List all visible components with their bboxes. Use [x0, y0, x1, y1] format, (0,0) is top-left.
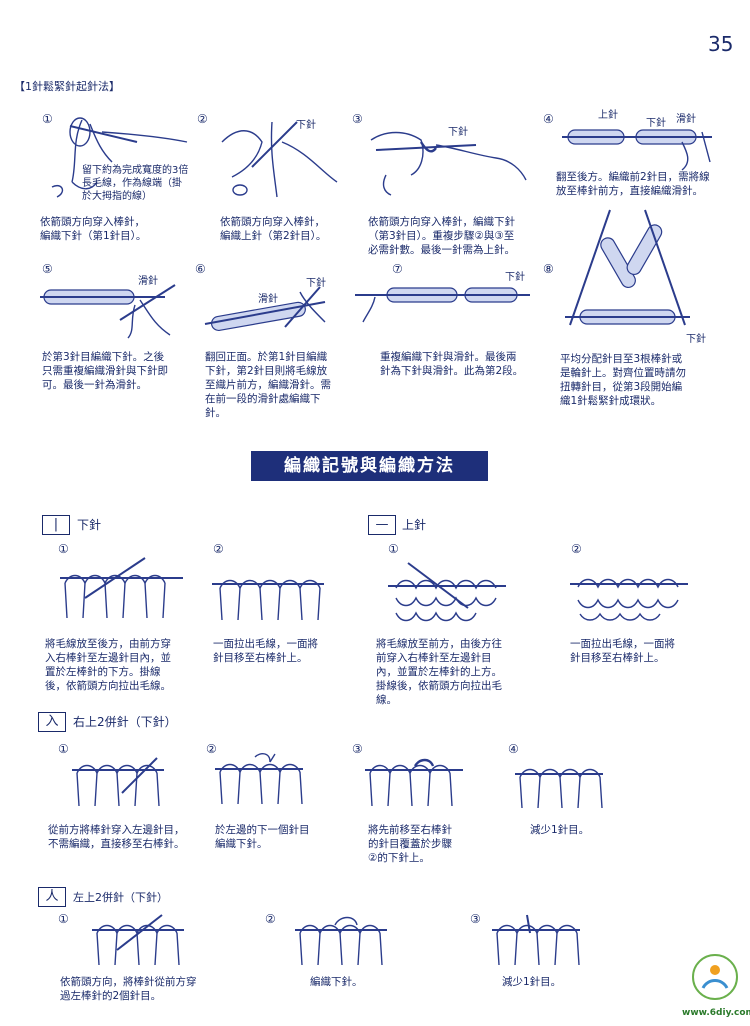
step-caption: 翻至後方。編織前2針目，需將線 放至棒針前方，直接編織滑針。 [556, 171, 710, 197]
label-knit: 下針 [296, 120, 316, 131]
step-number: ③ [352, 112, 363, 126]
ssk-symbol: 入 [38, 712, 66, 732]
section-title-cast-on: 【1針鬆緊針起針法】 [14, 80, 120, 93]
k2tog-step3-illustration [492, 914, 580, 966]
step-caption: 從前方將棒針穿入左邊針目， 不需編織，直接移至右棒針。 [48, 824, 185, 850]
label-knit: 下針 [306, 278, 326, 289]
step-number: ② [206, 742, 217, 756]
step-caption: 將先前移至右棒針 的針目覆蓋於步驟 ②的下針上。 [368, 824, 452, 864]
step-number: ⑦ [392, 262, 403, 276]
cast-on-step6-illustration [204, 286, 326, 332]
step-number: ① [58, 542, 69, 556]
section-banner: 編織記號與編織方法 [251, 451, 488, 481]
step-caption: 將毛線放至前方，由後方往 前穿入右棒針至左邊針目 內，並置於左棒針的上方。 掛線… [376, 638, 502, 706]
watermark-url: www.6diy.com [682, 1008, 750, 1018]
step-caption: 依箭頭方向，將棒針從前方穿 過左棒針的2個針目。 [60, 976, 197, 1002]
label-slip: 滑針 [138, 276, 158, 287]
step-caption: 依箭頭方向穿入棒針， 編織上針（第2針目）。 [220, 216, 327, 242]
step-caption: 減少1針目。 [530, 824, 590, 836]
cast-on-step1-illustration [51, 117, 188, 198]
step-caption: 於第3針目編織下針。之後 只需重複編織滑針與下針即 可。最後一針為滑針。 [42, 351, 168, 391]
step-caption: 編織下針。 [310, 976, 363, 988]
cast-on-step3-illustration [370, 131, 527, 196]
knit-symbol: | [42, 515, 70, 535]
step-number: ① [58, 742, 69, 756]
step-number: ② [265, 912, 276, 926]
k2tog-symbol: 人 [38, 887, 66, 907]
ssk-step3-illustration [365, 758, 463, 807]
step-number: ③ [470, 912, 481, 926]
label-knit: 下針 [448, 127, 468, 138]
purl-title: 上針 [402, 518, 427, 532]
step-note: 留下約為完成寬度的3倍 長毛線，作為線端（掛 於大拇指的線） [82, 165, 189, 202]
label-slip: 滑針 [258, 294, 278, 305]
step-number: ② [197, 112, 208, 126]
step-number: ④ [508, 742, 519, 756]
knit-title: 下針 [77, 518, 102, 532]
knit-step2-illustration [212, 579, 324, 621]
step-number: ⑤ [42, 262, 53, 276]
step-number: ① [388, 542, 399, 556]
page-number: 35 [708, 32, 734, 56]
step-caption: 一面拉出毛線，一面將 針目移至右棒針上。 [570, 638, 675, 664]
purl-step1-illustration [388, 562, 506, 622]
ssk-title: 右上2併針（下針） [73, 715, 177, 729]
label-purl: 上針 [598, 110, 618, 121]
step-number: ② [213, 542, 224, 556]
cast-on-step7-illustration [355, 287, 530, 323]
step-caption: 將毛線放至後方，由前方穿 入右棒針至左邊針目內，並 置於左棒針的下方。掛線 後，… [45, 638, 171, 692]
k2tog-title: 左上2併針（下針） [73, 891, 168, 904]
step-caption: 減少1針目。 [502, 976, 562, 988]
step-number: ⑥ [195, 262, 206, 276]
step-number: ② [571, 542, 582, 556]
cast-on-step4-illustration [562, 129, 712, 171]
step-caption: 翻回正面。於第1針目編織 下針，第2針目則將毛線放 至織片前方，編織滑針。需 在… [205, 351, 331, 419]
ssk-step2-illustration [215, 753, 303, 805]
step-caption: 於左邊的下一個針目 編織下針。 [215, 824, 310, 850]
purl-symbol: — [368, 515, 396, 535]
ssk-step1-illustration [72, 757, 164, 807]
k2tog-step1-illustration [92, 914, 184, 966]
knit-step1-illustration [60, 557, 183, 619]
label-knit: 下針 [686, 334, 706, 345]
k2tog-step2-illustration [295, 916, 387, 966]
cast-on-step2-illustration [221, 121, 338, 198]
cast-on-step8-illustration [565, 209, 690, 326]
step-number: ① [42, 112, 53, 126]
step-caption: 依箭頭方向穿入棒針， 編織下針（第1針目）。 [40, 216, 147, 242]
step-number: ③ [352, 742, 363, 756]
step-caption: 一面拉出毛線，一面將 針目移至右棒針上。 [213, 638, 318, 664]
step-caption: 平均分配針目至3根棒針或 是輪針上。對齊位置時請勿 扭轉針目，從第3段開始編 織… [560, 353, 686, 407]
label-knit: 下針 [646, 118, 666, 129]
step-caption: 重複編織下針與滑針。最後兩 針為下針與滑針。此為第2段。 [380, 351, 524, 377]
label-knit: 下針 [505, 272, 525, 283]
purl-step2-illustration [570, 578, 688, 621]
step-caption: 依箭頭方向穿入棒針，編織下針 （第3針目）。重複步驟②與③至 必需針數。最後一針… [368, 216, 515, 256]
ssk-step4-illustration [515, 768, 603, 809]
label-slip: 滑針 [676, 114, 696, 125]
diy-club-logo [692, 954, 738, 1000]
cast-on-step5-illustration [40, 284, 176, 339]
step-number: ⑧ [543, 262, 554, 276]
step-number: ① [58, 912, 69, 926]
step-number: ④ [543, 112, 554, 126]
